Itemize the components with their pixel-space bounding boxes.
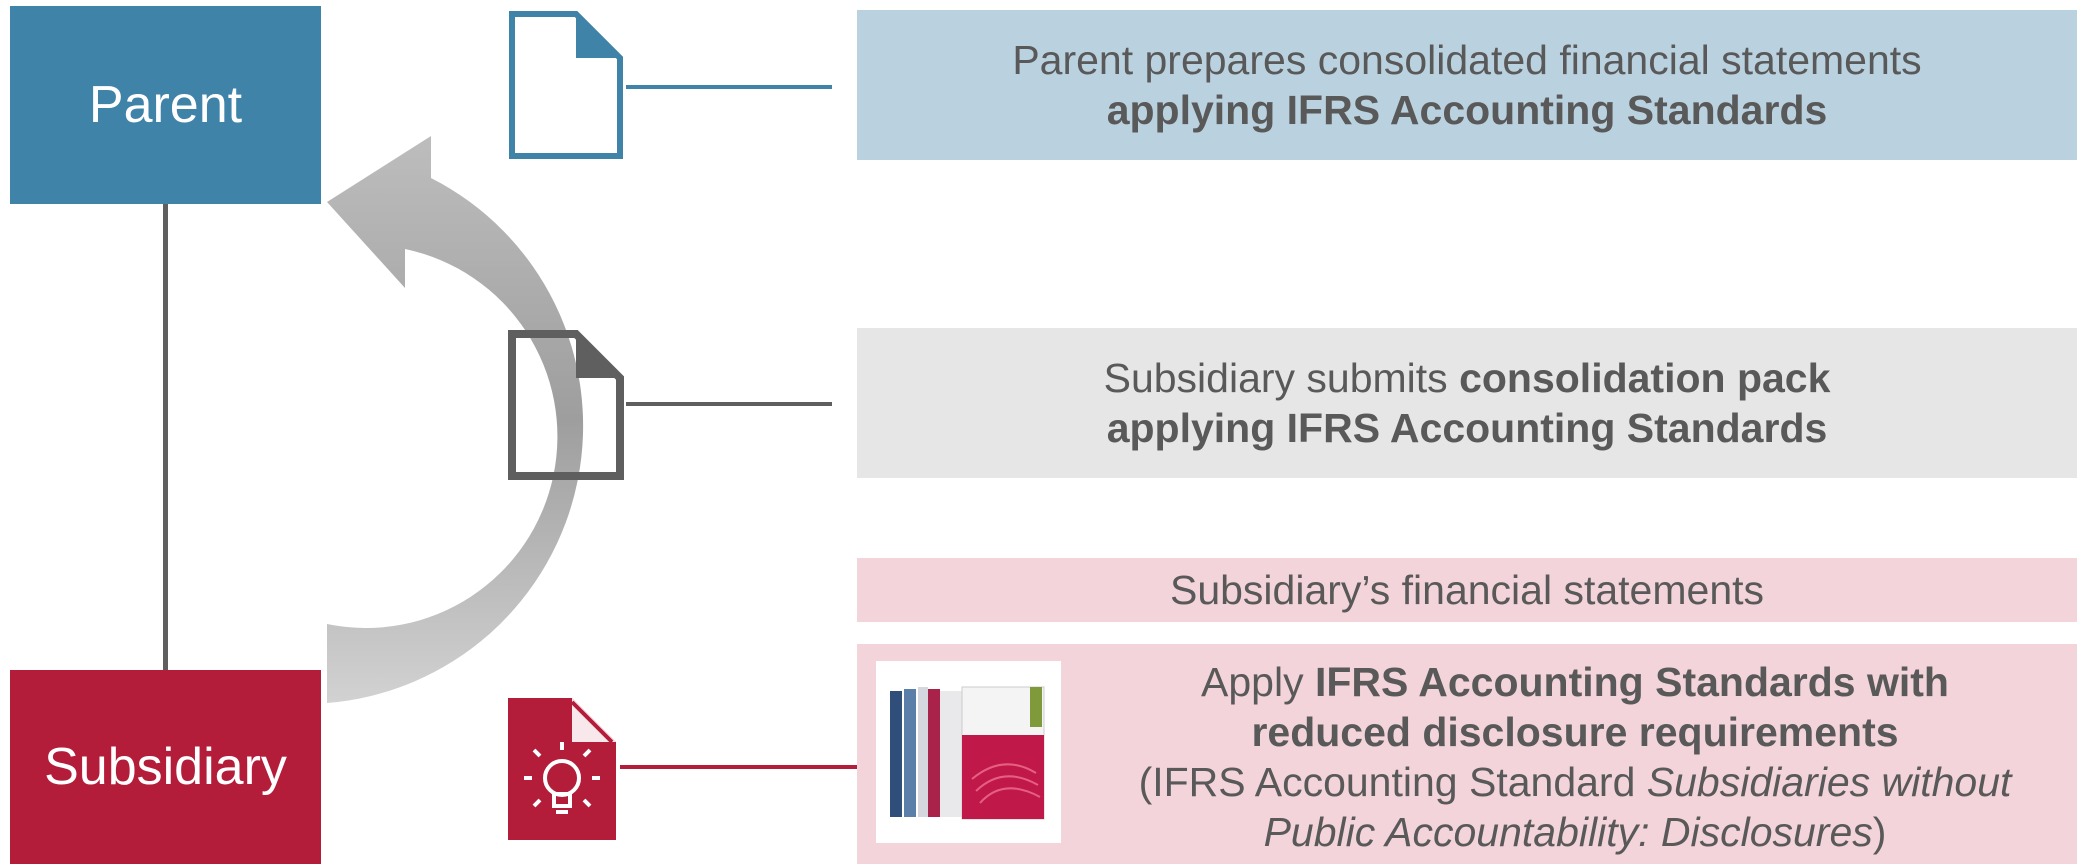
subsidiary-pack-line2: applying IFRS Accounting Standards (1106, 405, 1828, 451)
apply-line4-italic: Public Accountability: Disclosures (1263, 809, 1873, 855)
subsidiary-fs-panel: Subsidiary’s financial statements (857, 558, 2077, 622)
parent-subsidiary-line (163, 204, 168, 670)
parent-panel-line1: Parent prepares consolidated financial s… (1012, 37, 1922, 83)
document-icon (508, 330, 624, 480)
subsidiary-pack-panel: Subsidiary submits consolidation pack ap… (857, 328, 2077, 478)
subsidiary-label: Subsidiary (44, 738, 287, 796)
apply-line2-bold: reduced disclosure requirements (1251, 709, 1899, 755)
subsidiary-pack-line1-plain: Subsidiary submits (1103, 355, 1460, 401)
apply-line3-plain: (IFRS Accounting Standard (1138, 759, 1647, 805)
lightbulb-document-icon (508, 698, 616, 840)
apply-line1-bold: IFRS Accounting Standards with (1314, 659, 1949, 705)
parent-box: Parent (10, 6, 321, 204)
apply-line4-close: ) (1872, 809, 1887, 855)
ifrs-books-image (876, 661, 1061, 843)
parent-panel: Parent prepares consolidated financial s… (857, 10, 2077, 160)
subsidiary-box: Subsidiary (10, 670, 321, 864)
subsidiary-fs-connector (620, 765, 857, 769)
subsidiary-pack-line1-bold: consolidation pack (1459, 355, 1831, 401)
parent-connector (626, 85, 832, 89)
parent-label: Parent (88, 76, 243, 134)
apply-line3-italic: Subsidiaries without (1646, 759, 2012, 805)
apply-line1-plain: Apply (1201, 659, 1315, 705)
apply-text: Apply IFRS Accounting Standards with red… (1075, 652, 2075, 862)
subsidiary-pack-connector (626, 402, 832, 406)
document-icon (509, 11, 623, 159)
parent-panel-line2: applying IFRS Accounting Standards (1106, 87, 1828, 133)
subsidiary-fs-label: Subsidiary’s financial statements (1169, 567, 1765, 613)
